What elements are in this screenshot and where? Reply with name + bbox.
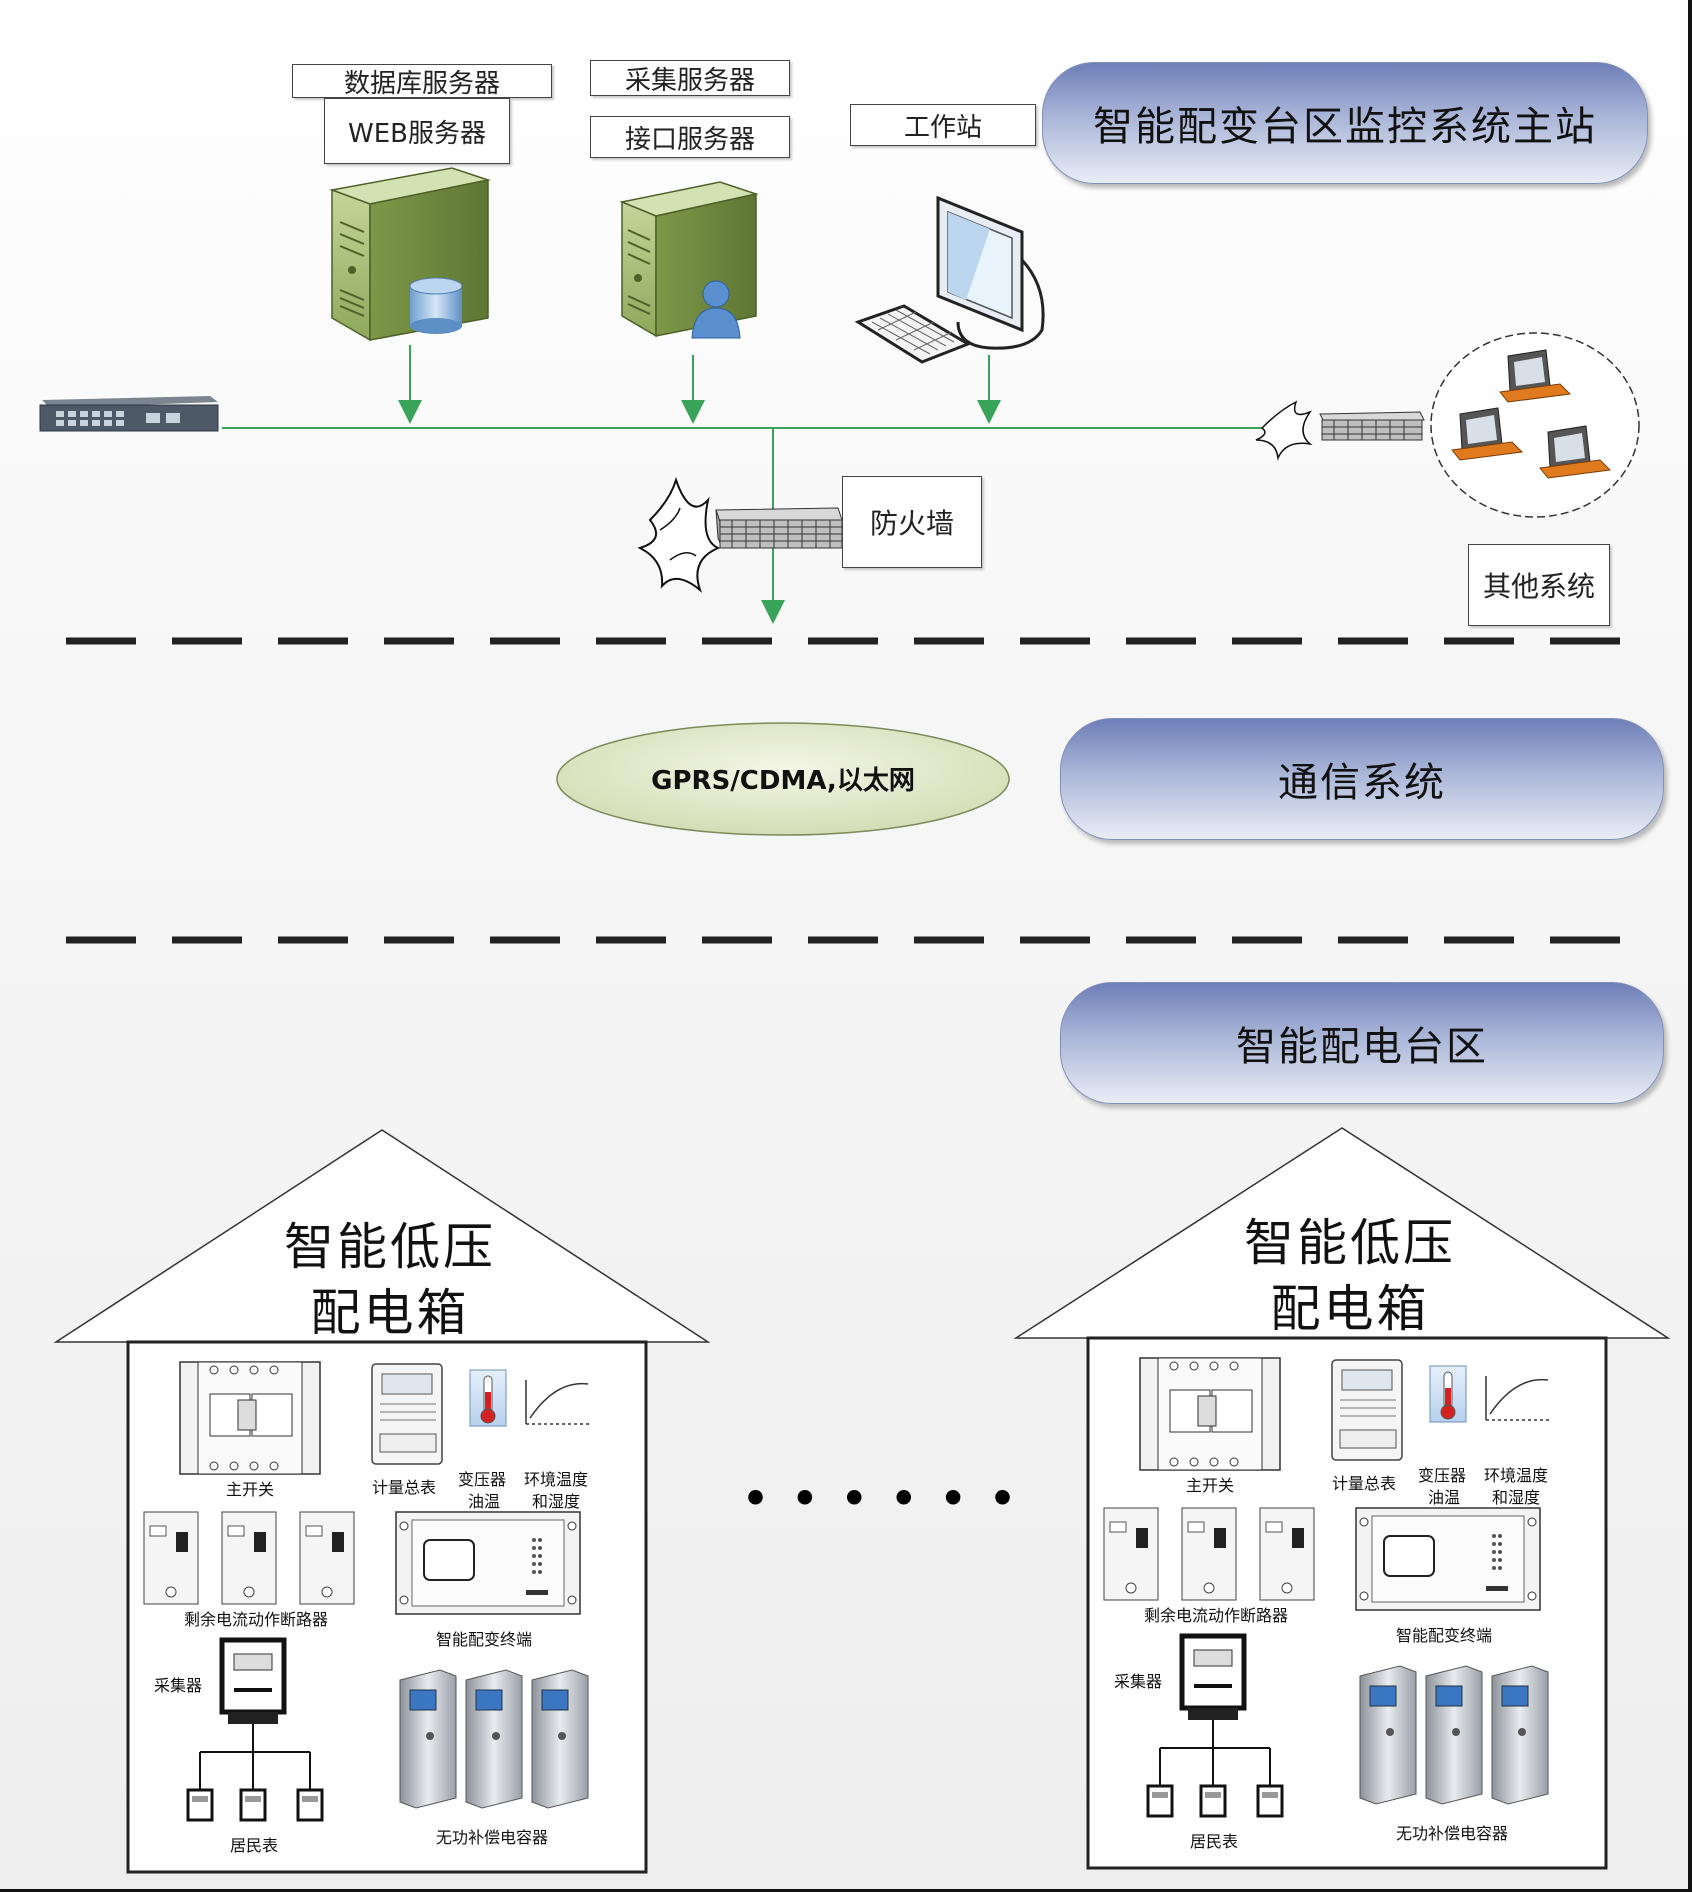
env-temp-label-2: 和湿度	[1492, 1488, 1541, 1507]
workstation-icon	[854, 195, 1045, 364]
components-right	[1103, 1357, 1550, 1818]
meter-total-label: 计量总表	[1332, 1474, 1397, 1493]
humidity-curve-icon	[1485, 1376, 1550, 1421]
rcd-breaker-label: 剩余电流动作断路器	[184, 1610, 329, 1629]
box-title-line1: 智能低压	[1244, 1214, 1456, 1272]
ellipsis-dots: • • • • • •	[740, 1470, 1020, 1528]
comm-system-banner: 通信系统	[1060, 718, 1664, 840]
collector-wiring	[1159, 1720, 1271, 1786]
resident-meter-label: 居民表	[230, 1836, 279, 1855]
box-title-right: 智能低压 配电箱	[1170, 1210, 1530, 1342]
resident-meter-icons	[1146, 1784, 1284, 1818]
collect-server-label: 采集服务器	[590, 60, 790, 96]
pc-icon	[1451, 407, 1524, 461]
capacitor-icons	[399, 1669, 589, 1809]
collect-server-icon	[619, 181, 759, 339]
main-switch-icon	[1139, 1357, 1281, 1471]
collector-wiring	[199, 1724, 311, 1790]
oil-temp-label-2: 油温	[468, 1492, 501, 1511]
collector-icon	[219, 1637, 287, 1724]
main-switch-icon	[179, 1361, 321, 1475]
main-switch-label: 主开关	[226, 1480, 275, 1499]
humidity-curve-icon	[525, 1380, 590, 1425]
capacitor-icons	[1359, 1665, 1549, 1805]
env-temp-label-2: 和湿度	[532, 1492, 581, 1511]
env-temp-label-1: 环境温度	[524, 1470, 589, 1489]
thermometer-icon	[1429, 1365, 1467, 1423]
pc-icon	[1539, 425, 1612, 479]
terminal-icon	[1355, 1507, 1541, 1611]
rcd-breaker-label: 剩余电流动作断路器	[1144, 1606, 1289, 1625]
rcd-breaker-icons	[1103, 1507, 1315, 1601]
resident-meter-icons	[186, 1788, 324, 1822]
box-title-line1: 智能低压	[284, 1218, 496, 1276]
meter-total-icon	[371, 1363, 443, 1465]
components-left	[143, 1361, 590, 1822]
collector-label: 采集器	[154, 1676, 203, 1695]
terminal-icon	[395, 1511, 581, 1615]
box-title-left: 智能低压 配电箱	[210, 1214, 570, 1346]
capacitor-label: 无功补偿电容器	[1396, 1824, 1509, 1843]
oil-temp-label-2: 油温	[1428, 1488, 1461, 1507]
terminal-label: 智能配变终端	[436, 1630, 533, 1649]
resident-meter-label: 居民表	[1190, 1832, 1239, 1851]
db-server-label: 数据库服务器	[292, 64, 552, 99]
thermometer-icon	[469, 1369, 507, 1427]
rcd-breaker-icons	[143, 1511, 355, 1605]
collector-label: 采集器	[1114, 1672, 1163, 1691]
db-server-icon	[329, 167, 491, 342]
other-systems-label: 其他系统	[1468, 544, 1610, 626]
oil-temp-label-1: 变压器	[1418, 1466, 1467, 1485]
other-systems-cluster-icon	[1430, 332, 1640, 518]
box-title-line2: 配电箱	[310, 1284, 470, 1342]
oil-temp-label-1: 变压器	[458, 1470, 507, 1489]
collector-icon	[1179, 1633, 1247, 1720]
network-ellipse	[556, 722, 1010, 836]
network-bus	[222, 345, 1290, 624]
meter-total-label: 计量总表	[372, 1478, 437, 1497]
env-temp-label-1: 环境温度	[1484, 1466, 1549, 1485]
main-switch-label: 主开关	[1186, 1476, 1235, 1495]
interface-server-label: 接口服务器	[590, 116, 790, 158]
firewall-right-icon	[1255, 400, 1425, 461]
capacitor-label: 无功补偿电容器	[436, 1828, 549, 1847]
workstation-label: 工作站	[850, 104, 1036, 146]
firewall-label: 防火墙	[842, 476, 982, 568]
meter-total-icon	[1331, 1359, 1403, 1461]
terminal-label: 智能配变终端	[1396, 1626, 1493, 1645]
box-title-line2: 配电箱	[1270, 1280, 1430, 1338]
network-label: GPRS/CDMA,以太网	[651, 766, 915, 796]
pc-icon	[1499, 349, 1572, 403]
main-station-banner: 智能配变台区监控系统主站	[1042, 62, 1648, 184]
network-switch-icon	[39, 396, 219, 432]
firewall-icon	[637, 476, 843, 594]
web-server-label: WEB服务器	[324, 98, 510, 164]
distribution-area-banner: 智能配电台区	[1060, 982, 1664, 1104]
